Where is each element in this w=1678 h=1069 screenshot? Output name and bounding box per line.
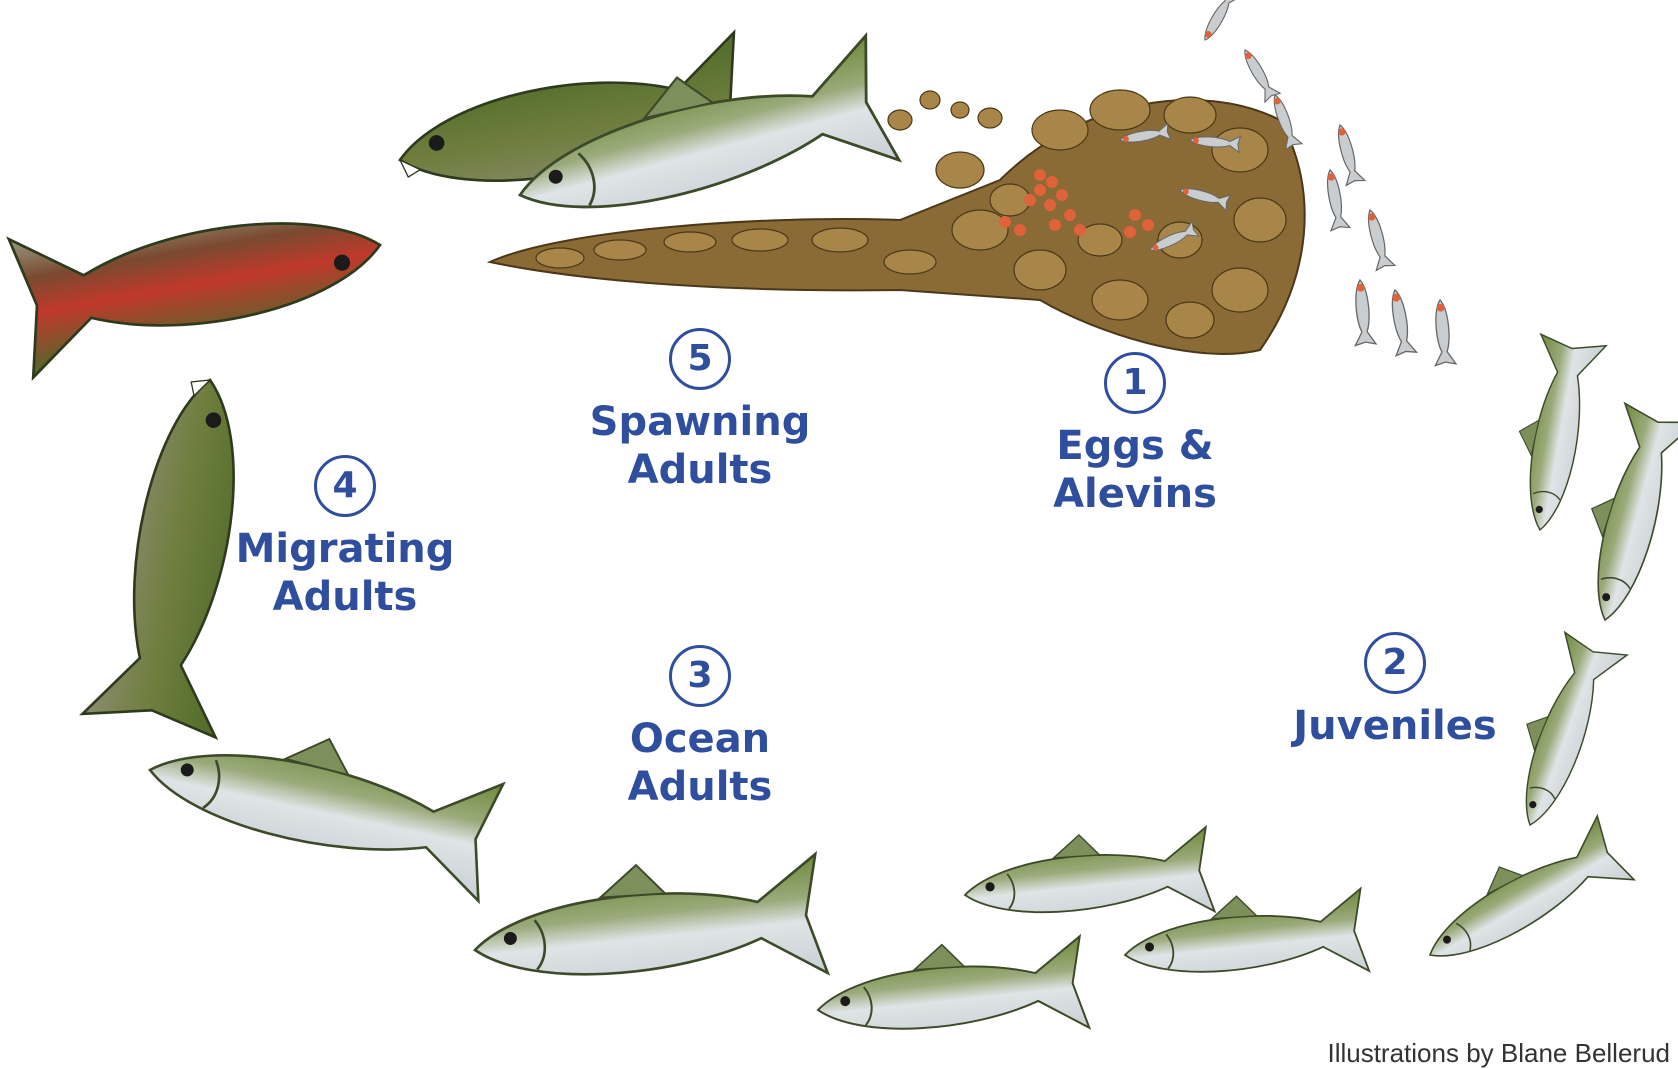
stage-2: 2 Juveniles bbox=[1275, 632, 1515, 750]
stage-3: 3 Ocean Adults bbox=[600, 645, 800, 811]
stage-5-label-line2: Adults bbox=[585, 446, 815, 494]
smolt-salmon bbox=[813, 822, 1370, 1056]
stage-3-label-line2: Adults bbox=[600, 763, 800, 811]
stage-4-number: 4 bbox=[314, 455, 376, 517]
stage-4-label-line1: Migrating bbox=[230, 525, 460, 573]
stage-4-label-line2: Adults bbox=[230, 573, 460, 621]
stage-3-label-line1: Ocean bbox=[600, 715, 800, 763]
stage-5-number: 5 bbox=[669, 328, 731, 390]
stage-2-number: 2 bbox=[1364, 632, 1426, 694]
stage-1: 1 Eggs & Alevins bbox=[1030, 352, 1240, 518]
stage-5-label-line1: Spawning bbox=[585, 398, 815, 446]
stage-4: 4 Migrating Adults bbox=[230, 455, 460, 621]
stage-5: 5 Spawning Adults bbox=[585, 328, 815, 494]
stage-1-label-line1: Eggs & bbox=[1030, 422, 1240, 470]
stage-3-number: 3 bbox=[669, 645, 731, 707]
stage-2-label-line1: Juveniles bbox=[1275, 702, 1515, 750]
illustration-credit: Illustrations by Blane Bellerud bbox=[1327, 1038, 1670, 1069]
stage-1-label-line2: Alevins bbox=[1030, 470, 1240, 518]
stage-1-number: 1 bbox=[1104, 352, 1166, 414]
